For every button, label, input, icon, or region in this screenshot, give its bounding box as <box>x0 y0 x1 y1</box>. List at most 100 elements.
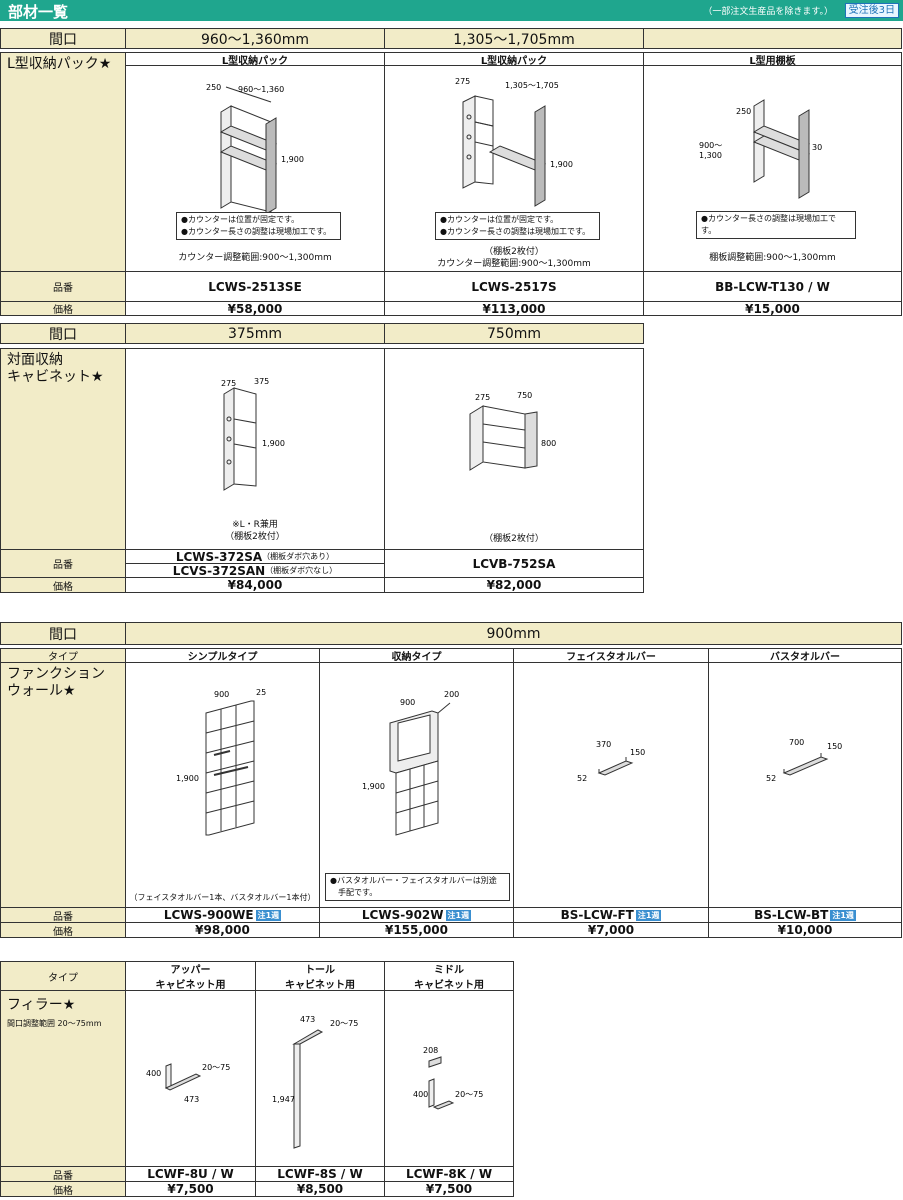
product-name: ミドル キャビネット用 <box>384 961 514 991</box>
lead-time-tag: 注1週 <box>830 909 856 921</box>
width-label: 間口 <box>0 323 126 344</box>
dim-height: 52 <box>577 774 587 783</box>
width-value: 900mm <box>125 622 902 645</box>
part-number-text: LCWS-900WE <box>163 908 254 922</box>
width-value: 960〜1,360mm <box>125 28 385 49</box>
width-value: 1,305〜1,705mm <box>384 28 644 49</box>
dim-height: 1,900 <box>550 160 573 169</box>
part-note: （棚板ダボ穴あり） <box>262 552 335 561</box>
product-image-cell: 473 20〜75 1,947 <box>255 990 385 1167</box>
dim-depth: 200 <box>444 690 459 699</box>
width-value: 750mm <box>384 323 644 344</box>
part-number: LCVB-752SA <box>384 549 644 578</box>
part-number-label: 品番 <box>0 549 126 578</box>
part-number-label: 品番 <box>0 271 126 302</box>
dim-depth: 473 <box>300 1015 315 1024</box>
product-image-cell: 370 150 52 <box>513 662 709 908</box>
product-caption: 棚板調整範囲:900〜1,300mm <box>709 253 836 263</box>
product-image-cell: 400 20〜75 473 <box>125 990 256 1167</box>
product-image-cell: 275 1,305〜1,705 1,900 ●カウンターは位置が固定です。 ●カ… <box>384 65 644 272</box>
l-pack-drawing: 250 960〜1,360 1,900 <box>206 83 304 212</box>
price-label: 価格 <box>0 1181 126 1197</box>
dim-width: 900〜 <box>699 141 722 150</box>
bath-towel-bar-drawing: 700 150 52 <box>766 738 842 783</box>
page-title: 部材一覧 <box>8 3 69 21</box>
part-number-text: LCWS-902W <box>361 908 444 922</box>
width-label: 間口 <box>0 622 126 645</box>
header-bar: 部材一覧 （一部注文生産品を除きます。） 受注後3日 <box>0 0 903 21</box>
product-image-cell: 900 25 1,900 （フェイスタオルバー1本、バスタオルバー1本付） <box>125 662 320 908</box>
dim-depth: 275 <box>221 379 236 388</box>
dim-depth: 25 <box>256 688 266 697</box>
product-note: ●カウンター長さの調整は現場加工です。 <box>696 211 856 239</box>
product-image-cell: 250 960〜1,360 1,900 ●カウンターは位置が固定です。 ●カウン… <box>125 65 385 272</box>
note-line: ●カウンターは位置が固定です。 <box>181 215 300 224</box>
dim-width: 900 <box>400 698 415 707</box>
lead-time-badge: 受注後3日 <box>844 3 899 18</box>
product-name: アッパー キャビネット用 <box>125 961 256 991</box>
dim-depth: 275 <box>455 77 470 86</box>
lead-time-tag: 注1週 <box>635 909 662 921</box>
product-caption: カウンター調整範囲:900〜1,300mm <box>178 253 332 263</box>
product-note: ●カウンターは位置が固定です。 ●カウンター長さの調整は現場加工です。 <box>176 212 341 240</box>
part-number-text: LCVS-372SAN <box>172 563 266 578</box>
product-image-cell: 900 200 1,900 ●バスタオルバー・フェイスタオルバーは別途 手配です… <box>319 662 514 908</box>
width-value: 375mm <box>125 323 385 344</box>
face-towel-bar-drawing: 370 150 52 <box>577 740 645 783</box>
price: ¥82,000 <box>384 577 644 593</box>
part-number: LCWF-8U / W <box>125 1166 256 1182</box>
dim-depth: 275 <box>475 393 490 402</box>
product-name: トール キャビネット用 <box>255 961 385 991</box>
part-number-label: 品番 <box>0 1166 126 1182</box>
product-image-cell: 275 375 1,900 ※L・R兼用 （棚板2枚付） <box>125 348 385 550</box>
price-label: 価格 <box>0 301 126 316</box>
product-name: フェイスタオルバー <box>513 648 709 663</box>
product-note: ●カウンターは位置が固定です。 ●カウンター長さの調整は現場加工です。 <box>435 212 600 240</box>
dim-thickness: 30 <box>812 143 822 152</box>
dim-width: 1,305〜1,705 <box>505 81 559 90</box>
price: ¥7,000 <box>513 922 709 938</box>
dim-width: 20〜75 <box>330 1019 358 1028</box>
part-number-label: 品番 <box>0 907 126 923</box>
price: ¥8,500 <box>255 1181 385 1197</box>
product-name: 収納タイプ <box>319 648 514 663</box>
note-line: ●カウンターは位置が固定です。 <box>440 215 559 224</box>
dim-height: 1,900 <box>281 155 304 164</box>
part-number: LCVS-372SAN（棚板ダボ穴なし） <box>125 563 385 578</box>
dim-depth: 473 <box>184 1095 199 1104</box>
category-cell: フィラー★ 間口調整範囲 20〜75mm <box>0 990 126 1167</box>
simple-wall-drawing: 900 25 1,900 <box>176 688 266 836</box>
storage-wall-drawing: 900 200 1,900 <box>362 690 459 836</box>
type-label: タイプ <box>0 648 126 663</box>
category-label: L型収納パック★ <box>0 52 126 272</box>
price: ¥15,000 <box>643 301 902 316</box>
cabinet-375-drawing: 275 375 1,900 <box>221 377 285 491</box>
dim-depth: 208 <box>423 1046 438 1055</box>
dim-height: 1,900 <box>262 439 285 448</box>
price: ¥113,000 <box>384 301 644 316</box>
price: ¥7,500 <box>125 1181 256 1197</box>
dim-depth: 150 <box>630 748 645 757</box>
product-image-cell: 275 750 800 （棚板2枚付） <box>384 348 644 550</box>
width-empty <box>643 28 902 49</box>
part-number-text: BS-LCW-FT <box>560 908 634 922</box>
dim-width: 900 <box>214 690 229 699</box>
note-line: ●カウンター長さの調整は現場加工です。 <box>701 214 836 235</box>
dim-length: 700 <box>789 738 804 747</box>
part-number: BB-LCW-T130 / W <box>643 271 902 302</box>
dim-width: 750 <box>517 391 532 400</box>
dim-height: 400 <box>413 1090 428 1099</box>
price-label: 価格 <box>0 577 126 593</box>
dim-width: 960〜1,360 <box>238 85 284 94</box>
dim-height: 1,900 <box>176 774 199 783</box>
price: ¥155,000 <box>319 922 514 938</box>
filler-upper-drawing: 400 20〜75 473 <box>146 1063 230 1104</box>
part-number: LCWF-8K / W <box>384 1166 514 1182</box>
note-line: ●カウンター長さの調整は現場加工です。 <box>440 227 591 236</box>
lead-time-tag: 注1週 <box>255 909 282 921</box>
product-name: L型用棚板 <box>643 52 902 67</box>
